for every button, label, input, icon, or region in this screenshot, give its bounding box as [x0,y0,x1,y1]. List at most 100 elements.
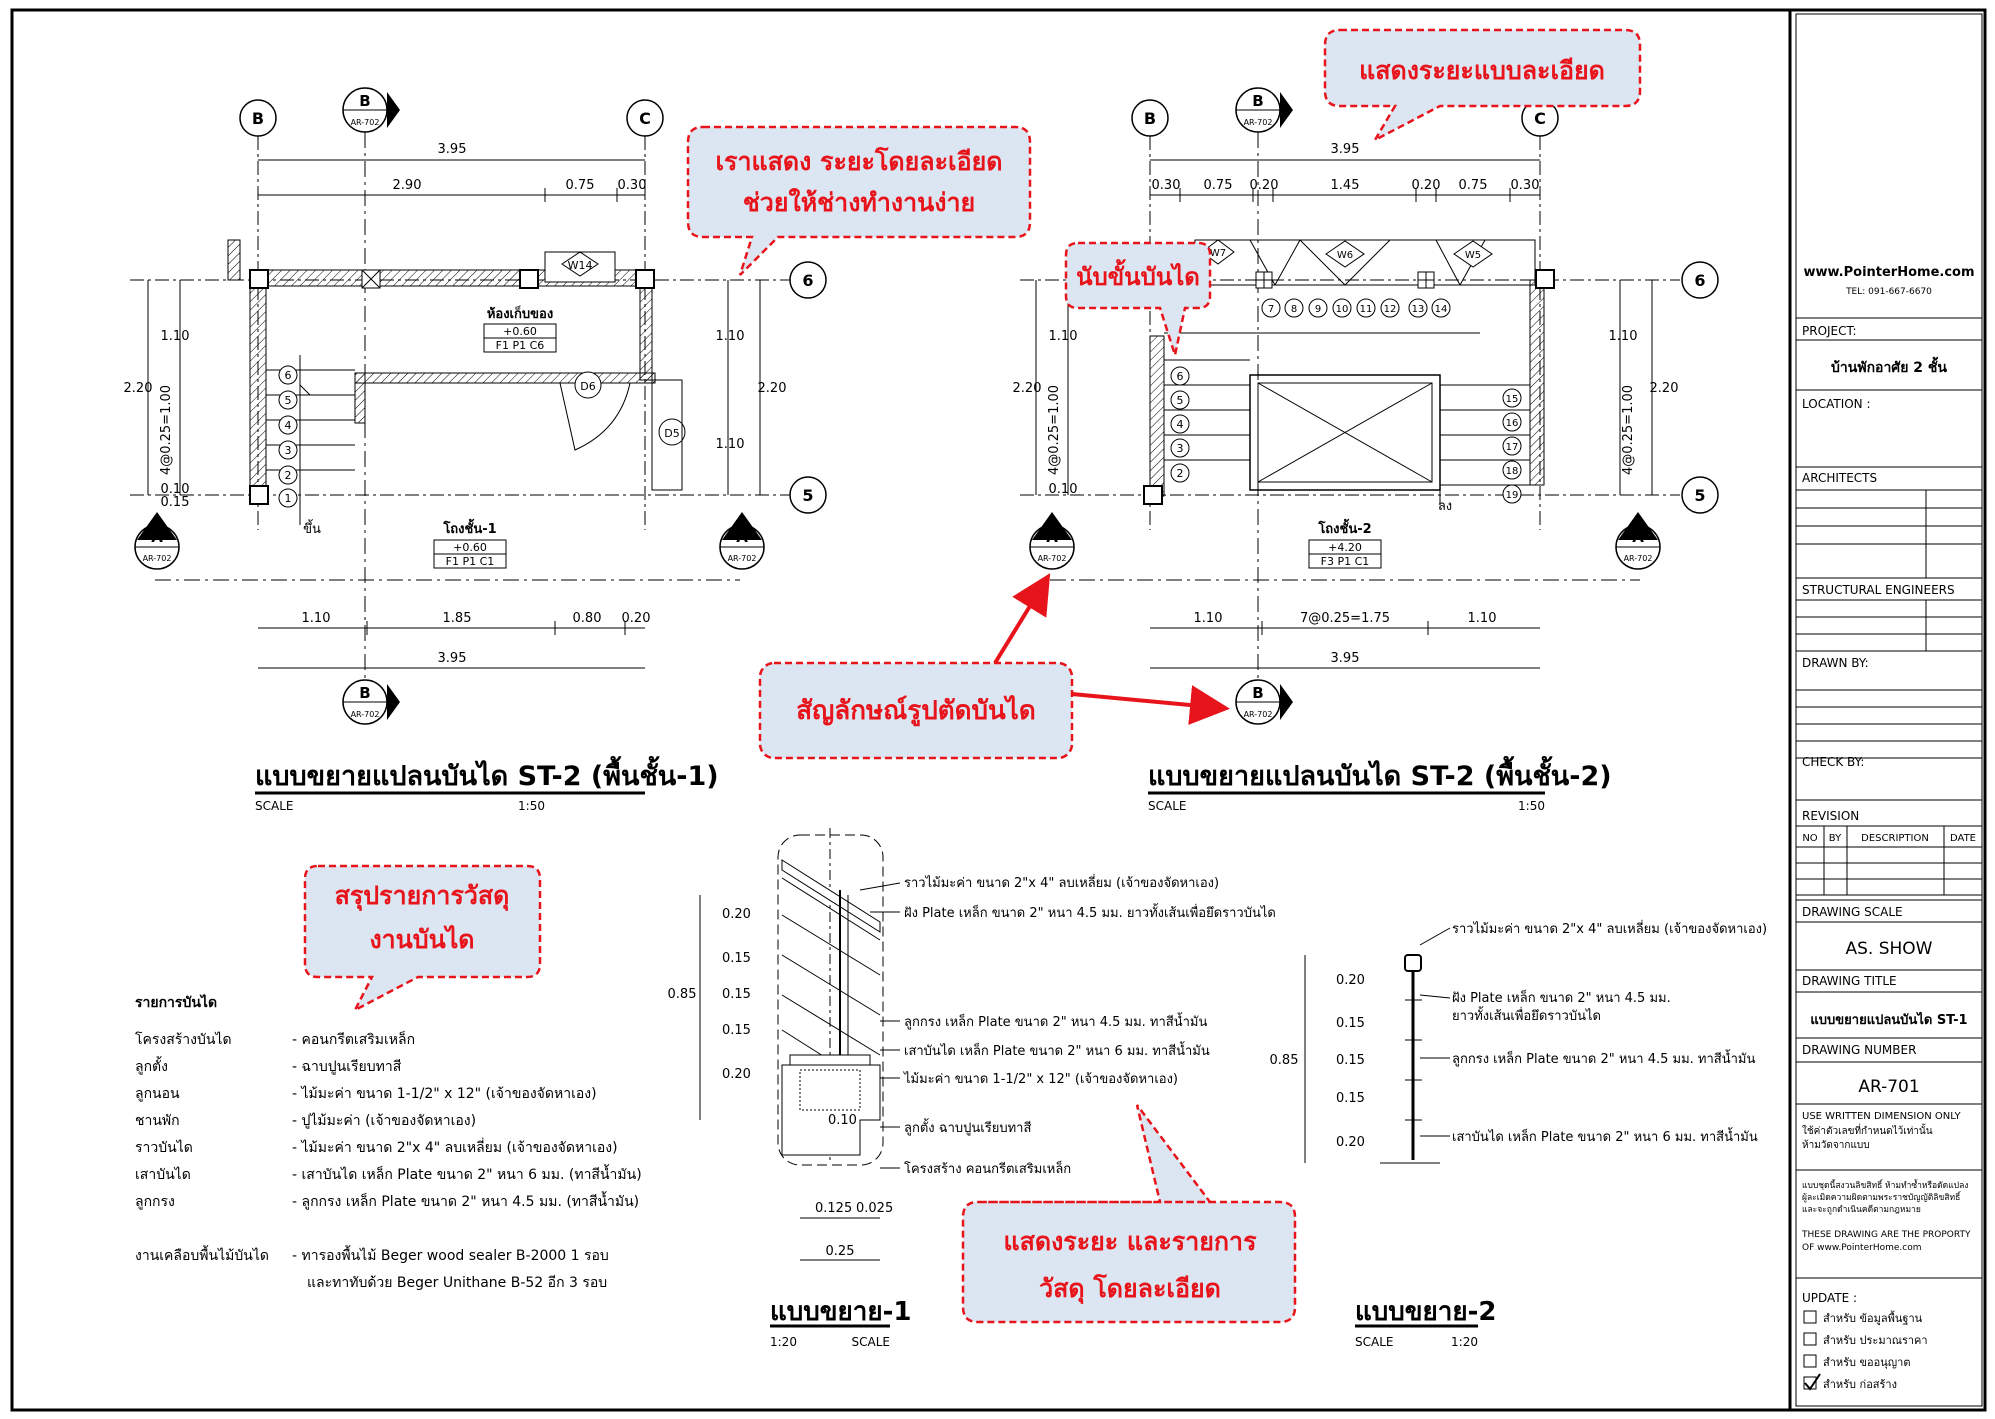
svg-text:1.10: 1.10 [1609,329,1638,344]
window-strip-plan2 [1194,239,1536,289]
svg-text:0.30: 0.30 [1511,178,1540,193]
plan-1: B C B AR-702 3.95 2.90 0.75 0.30 [124,87,827,813]
detail-1: 0.20 0.15 0.15 0.15 0.20 0.85 0.10 0.125… [668,828,1276,1349]
svg-text:6: 6 [802,271,813,290]
svg-text:F3 P1 C1: F3 P1 C1 [1321,555,1370,568]
svg-text:และจะถูกดำเนินคดีตามกฎหมาย: และจะถูกดำเนินคดีตามกฎหมาย [1802,1204,1921,1215]
svg-text:0.15: 0.15 [1336,1091,1365,1106]
svg-text:AR-702: AR-702 [728,554,757,563]
svg-text:0.15: 0.15 [722,951,751,966]
svg-text:7@0.25=1.75: 7@0.25=1.75 [1300,611,1390,626]
section-marker-a2-right: A AR-702 [1615,512,1661,570]
step-numbers-plan2-left: 6 5 4 3 2 [1170,366,1190,483]
svg-text:โถงชั้น-2: โถงชั้น-2 [1317,518,1371,537]
plan-1-title: แบบขยายแปลนบันได ST-2 (พื้นชั้น-1) [255,755,719,792]
detail-2-title: แบบขยาย-2 [1355,1297,1497,1327]
drawing-number-value: AR-701 [1858,1077,1919,1097]
svg-text:0.30: 0.30 [618,178,647,193]
svg-text:+0.60: +0.60 [453,541,487,554]
step-numbers-plan2-right: 15 16 17 18 19 [1502,388,1522,504]
svg-text:DRAWING SCALE: DRAWING SCALE [1802,905,1903,919]
svg-text:18: 18 [1506,466,1519,477]
svg-text:B: B [359,684,370,702]
svg-text:D5: D5 [664,427,679,440]
svg-text:W14: W14 [568,259,593,272]
svg-text:ห้ามวัดจากแบบ: ห้ามวัดจากแบบ [1802,1139,1870,1151]
svg-text:- ไม้มะค่า ขนาด 1-1/2" x 12" (: - ไม้มะค่า ขนาด 1-1/2" x 12" (เจ้าของจัด… [292,1085,597,1102]
svg-text:AR-702: AR-702 [1624,554,1653,563]
svg-text:ราวไม้มะค่า ขนาด 2"x 4" ลบเหลี: ราวไม้มะค่า ขนาด 2"x 4" ลบเหลี่ยม (เจ้าข… [904,874,1219,891]
svg-text:ลูกตั้ง: ลูกตั้ง [135,1056,168,1075]
svg-text:6: 6 [1177,370,1184,383]
stair-run-plan2 [1164,332,1530,505]
svg-text:PROJECT:: PROJECT: [1802,324,1857,338]
svg-text:DRAWN BY:: DRAWN BY: [1802,656,1869,670]
svg-text:0.85: 0.85 [668,987,697,1002]
svg-text:ฝัง Plate เหล็ก ขนาด 2" หนา 4.: ฝัง Plate เหล็ก ขนาด 2" หนา 4.5 มม. [1452,988,1671,1006]
svg-text:+4.20: +4.20 [1328,541,1362,554]
svg-text:4: 4 [1177,418,1184,431]
svg-text:1:20: 1:20 [770,1335,797,1349]
svg-text:SCALE: SCALE [852,1335,890,1349]
svg-text:3.95: 3.95 [438,651,467,666]
grid-bubble-b: B [239,99,277,137]
svg-text:2.20: 2.20 [124,381,153,396]
svg-text:7: 7 [1268,304,1274,315]
svg-text:16: 16 [1506,418,1519,429]
svg-text:- คอนกรีตเสริมเหล็ก: - คอนกรีตเสริมเหล็ก [292,1030,415,1048]
svg-text:AR-702: AR-702 [1038,554,1067,563]
svg-text:C: C [639,109,651,128]
svg-text:W5: W5 [1465,250,1481,261]
svg-text:0.15: 0.15 [1336,1053,1365,1068]
update-checkbox-2[interactable]: สำหรับ ประมาณราคา [1803,1332,1928,1347]
room-tag-hall2: โถงชั้น-2 +4.20 F3 P1 C1 [1308,518,1382,569]
svg-text:W6: W6 [1337,250,1353,261]
svg-text:สำหรับ ขออนุญาต: สำหรับ ขออนุญาต [1823,1356,1910,1369]
svg-text:0.10: 0.10 [1049,482,1078,497]
title-block: www.PointerHome.com TEL: 091-667-6670 PR… [1795,13,1983,1407]
svg-text:NO: NO [1802,833,1817,844]
svg-text:D6: D6 [580,380,595,393]
svg-text:2.20: 2.20 [758,381,787,396]
detail-1-notes: ราวไม้มะค่า ขนาด 2"x 4" ลบเหลี่ยม (เจ้าข… [859,874,1276,1177]
svg-text:เสาบันได: เสาบันได [135,1166,191,1183]
svg-text:DRAWING NUMBER: DRAWING NUMBER [1802,1043,1916,1057]
svg-text:LOCATION :: LOCATION : [1802,397,1871,411]
svg-text:5: 5 [802,486,813,505]
svg-text:- ทารองพื้นไม้ Beger wood seal: - ทารองพื้นไม้ Beger wood sealer B-2000 … [292,1245,609,1264]
callout-materials-summary: สรุปรายการวัสดุ งานบันได [303,864,542,1013]
svg-text:0.20: 0.20 [1336,973,1365,988]
svg-text:3.95: 3.95 [438,142,467,157]
drawing-title-value: แบบขยายแปลนบันได ST-1 [1810,1011,1967,1028]
update-checkbox-1[interactable]: สำหรับ ข้อมูลพื้นฐาน [1803,1310,1923,1325]
update-checkbox-4[interactable]: สำหรับ ก่อสร้าง [1803,1373,1897,1391]
svg-text:ช่วยให้ช่างทำงานง่าย: ช่วยให้ช่างทำงานง่าย [743,187,975,217]
svg-text:ยาวทั้งเส้นเพื่อยึดราวบันได: ยาวทั้งเส้นเพื่อยึดราวบันได [1452,1006,1601,1024]
svg-text:1.10: 1.10 [302,611,331,626]
svg-text:B: B [1144,109,1156,128]
update-checkbox-3[interactable]: สำหรับ ขออนุญาต [1803,1354,1910,1369]
svg-text:1:20: 1:20 [1451,1335,1478,1349]
svg-text:ผู้ละเมิดความผิดตามพระราชบัญญั: ผู้ละเมิดความผิดตามพระราชบัญญัติลิขสิทธิ… [1802,1191,1962,1203]
svg-text:เสาบันได เหล็ก Plate ขนาด 2" ห: เสาบันได เหล็ก Plate ขนาด 2" หนา 6 มม. ท… [904,1041,1210,1059]
svg-text:1.10: 1.10 [161,329,190,344]
detail-2-notes: ราวไม้มะค่า ขนาด 2"x 4" ลบเหลี่ยม (เจ้าข… [1419,920,1767,1145]
door-tag-d6: D6 [574,371,602,399]
window-tag-w14: W14 [544,251,616,283]
section-marker-a-left: A AR-702 [134,512,180,570]
svg-text:ลูกนอน: ลูกนอน [135,1086,180,1102]
step-numbers-plan2-top: 7 8 9 10 11 12 13 14 [1261,298,1451,318]
svg-text:0.025: 0.025 [856,1201,893,1216]
svg-text:แสดงระยะ และรายการ: แสดงระยะ และรายการ [1003,1227,1257,1256]
svg-text:F1 P1 C1: F1 P1 C1 [446,555,495,568]
svg-text:0.75: 0.75 [566,178,595,193]
project-name: บ้านพักอาศัย 2 ชั้น [1831,356,1947,376]
svg-text:สำหรับ ก่อสร้าง: สำหรับ ก่อสร้าง [1823,1378,1897,1391]
section-marker-b-bottom: B AR-702 [342,679,400,725]
plan-2: B C B AR-702 3.95 0.30 0.75 0.20 1.45 0.… [1013,87,1719,813]
svg-text:BY: BY [1829,833,1842,844]
svg-text:STRUCTURAL ENGINEERS: STRUCTURAL ENGINEERS [1802,583,1955,597]
svg-text:สัญลักษณ์รูปตัดบันได: สัญลักษณ์รูปตัดบันได [796,694,1035,727]
sheet-border [10,8,1987,1412]
svg-text:สรุปรายการวัสดุ: สรุปรายการวัสดุ [335,881,510,912]
